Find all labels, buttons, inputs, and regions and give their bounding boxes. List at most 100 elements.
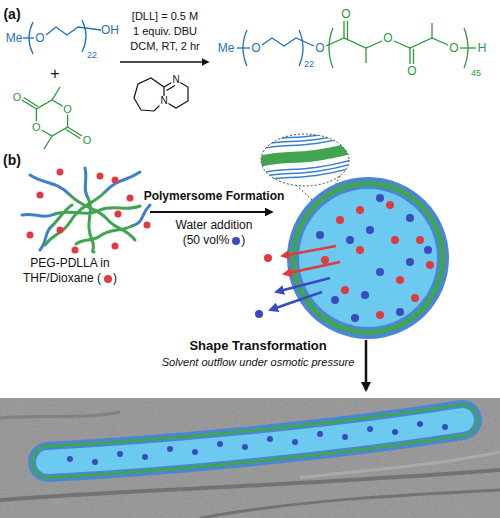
solvent-molecules [376,311,384,319]
membrane-inset [258,132,354,188]
water-molecules [392,429,398,435]
atom-label: O [31,122,42,133]
atom-label: H [478,42,487,54]
process-arrow [365,340,368,390]
outflow-arrows [255,310,263,318]
outflow-arrows [264,254,272,262]
product-peg-block [299,30,303,66]
water-molecules [317,431,323,437]
solvent-molecules [112,243,119,250]
polymer-chains [105,172,140,192]
product-peg-block [237,30,314,66]
membrane-inset [258,148,352,162]
atom-label: O [62,104,73,115]
water-molecules [167,446,173,452]
plus-sign: + [50,66,59,82]
atom-label: O [83,135,92,146]
label-group: PEG-PDLLA in THF/Dioxane () [20,256,120,286]
polymersome [287,177,449,339]
water-molecules [217,441,223,447]
peg-structure [23,20,101,54]
solvent-molecules [37,192,44,199]
polymer-chains [45,192,140,252]
atom-label: N [159,96,168,106]
solvent-molecules [57,227,64,234]
reaction-arrow [120,61,208,62]
atom-label: O [314,42,325,54]
solvent-molecules [356,246,364,254]
polymer-chains [52,205,72,226]
solvent-molecules [97,173,104,180]
solvent-molecules [27,232,34,239]
polymersome [299,189,437,327]
stage-label: Polymersome Formation [144,190,285,202]
polymer-chains [22,168,150,252]
water-molecules [442,424,448,430]
label-group: Water addition (50 vol%) [166,218,262,248]
lactide-structure [22,98,38,110]
stage-label: Shape Transformation [189,339,326,352]
process-condition: Solvent outflow under osmotic pressure [162,357,355,368]
water-molecules [424,246,432,254]
water-molecules [367,426,373,432]
water-molecules [361,291,369,299]
water-molecules [376,268,384,276]
polymersome [287,177,449,339]
polymer-chains [22,214,55,216]
polymer-chains [30,175,70,195]
solvent-molecules [115,211,122,218]
atom-label: O [250,42,261,54]
solvent-molecules [391,236,399,244]
atom-label: O [448,42,459,54]
tem-micrograph [48,420,462,462]
atom-label: O [34,32,45,44]
solvent-molecules [321,256,329,264]
repeat-count: 22 [87,51,97,60]
tem-micrograph [0,398,500,518]
process-condition: ) [241,233,245,247]
product-peg-block [243,30,247,66]
water-molecules [331,296,339,304]
water-molecules [376,194,384,202]
solvent-molecules [144,222,151,229]
condition-text: DCM, RT, 2 hr [130,41,199,52]
water-molecules [342,434,348,440]
product-pdlla-block [431,23,432,38]
solvent-molecules [27,169,151,254]
condition-text: 1 equiv. DBU [133,26,197,37]
solvent-molecules [341,286,349,294]
solvent-dot [104,275,112,283]
solvent-molecules [426,261,434,269]
panel-letter: (b) [3,153,21,167]
tem-micrograph [0,412,120,418]
tem-micrograph [200,490,500,518]
solvent-molecules [416,236,424,244]
process-arrow [150,211,272,213]
water-molecules [366,226,374,234]
water-molecules [267,436,273,442]
water-molecules [316,231,324,239]
water-molecules [406,214,414,222]
polymer-chains [76,226,132,244]
solvent-molecules [336,216,344,224]
repeat-count: 45 [471,69,481,78]
solvent-molecules [411,294,419,302]
outflow-arrows [255,246,340,318]
product-pdlla-block [326,38,382,48]
water-molecules [242,444,248,450]
polymer-chains [88,198,94,252]
solvent-molecules [396,276,404,284]
panel-letter: (a) [3,7,20,21]
polymersome [296,186,440,330]
tem-micrograph [48,420,462,462]
outflow-arrows [282,246,336,256]
process-condition: Water addition (50 vol% [176,218,253,247]
atom-label: O [407,65,416,77]
outflow-arrows [276,278,330,292]
product-pdlla-block [344,21,348,39]
membrane-inset [261,134,349,186]
solvent-molecules [57,169,64,176]
outflow-arrows [270,292,322,310]
